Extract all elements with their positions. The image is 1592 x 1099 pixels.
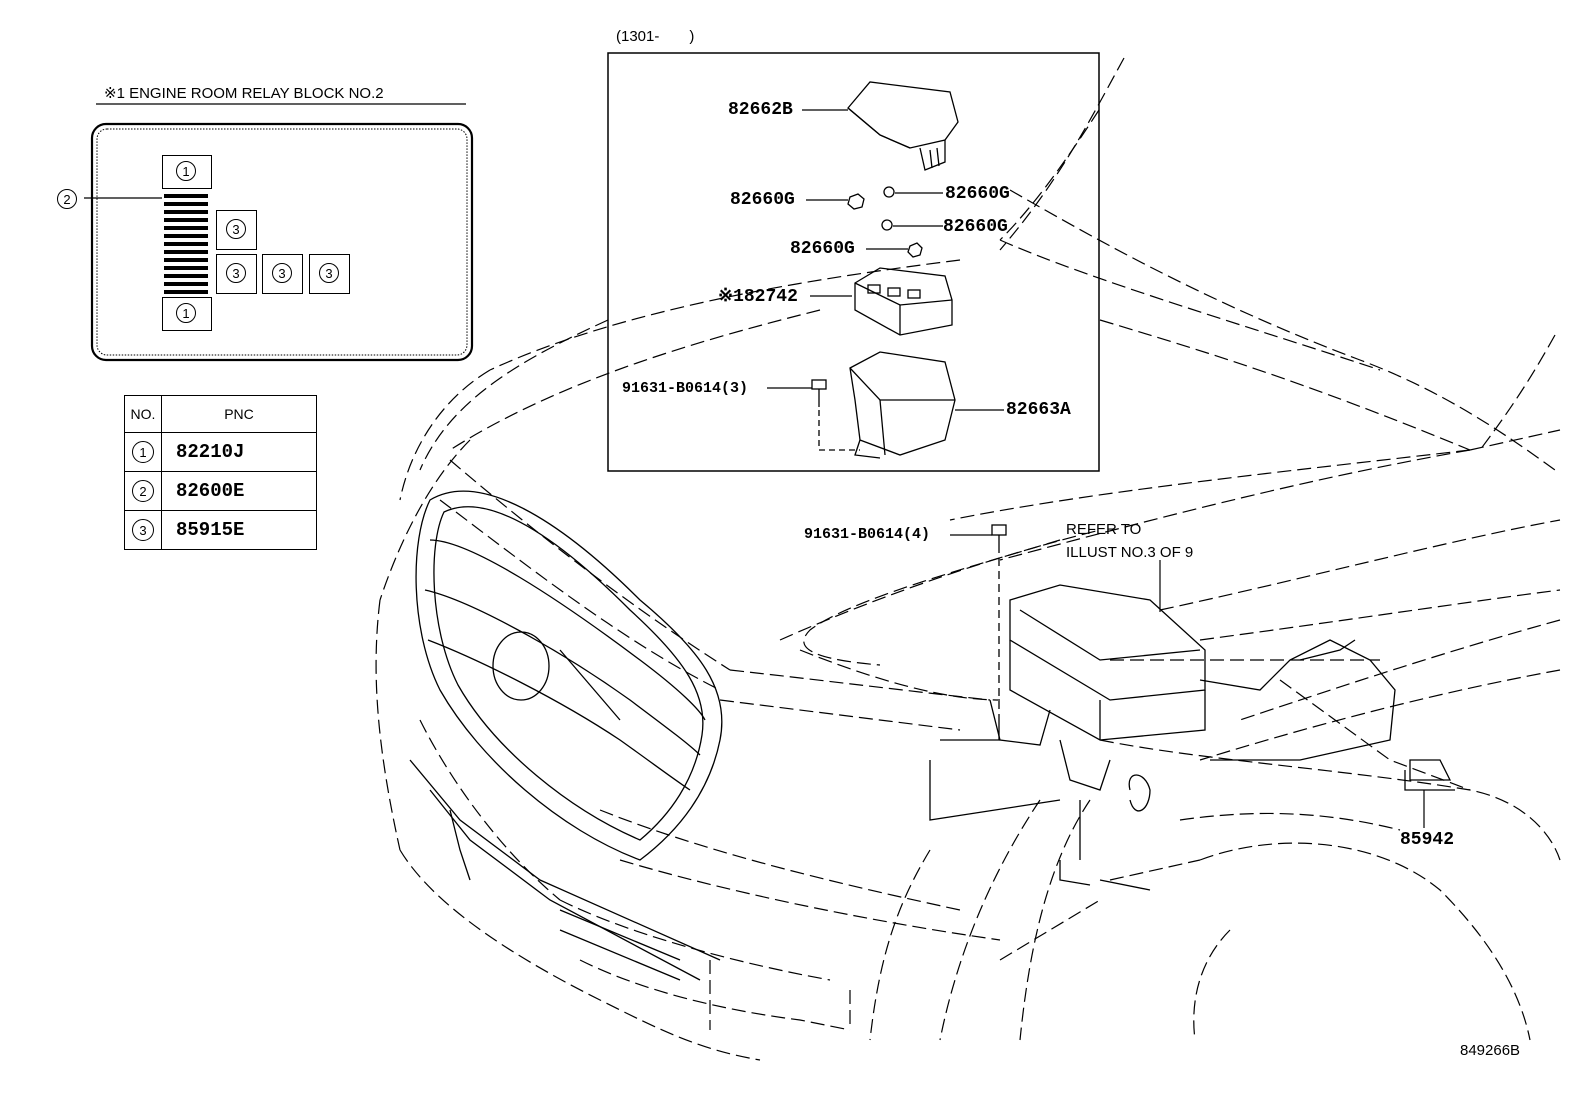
row-number: 2 [132, 480, 154, 502]
relay-block-assembly [929, 584, 1455, 891]
table-header-pnc: PNC [161, 395, 317, 433]
part-number[interactable]: 82210J [161, 432, 317, 472]
part-label-sensor[interactable]: 85942 [1400, 830, 1455, 850]
relay-block-frame [90, 122, 474, 362]
drawing-id: 849266B [1460, 1042, 1521, 1059]
inset-frame [607, 52, 1100, 472]
callout-3: 3 [272, 263, 292, 283]
relay-strip [164, 194, 208, 294]
part-label-nut[interactable]: 82660G [945, 184, 1010, 204]
part-label-bolt[interactable]: 91631-B0614(4) [804, 526, 931, 543]
refer-note-line2[interactable]: ILLUST NO.3 OF 9 [1066, 544, 1194, 561]
table-row: 2 82600E [124, 471, 317, 511]
part-label-bracket[interactable]: 82663A [1006, 400, 1071, 420]
part-label-relay-block[interactable]: ※182742 [718, 287, 798, 307]
front-grille [415, 490, 723, 861]
table-header-no: NO. [124, 395, 162, 433]
row-number: 1 [132, 441, 154, 463]
part-label-nut[interactable]: 82660G [730, 190, 795, 210]
part-label-cover[interactable]: 82662B [728, 100, 793, 120]
part-number[interactable]: 85915E [161, 510, 317, 550]
part-label-nut[interactable]: 82660G [943, 217, 1008, 237]
part-number[interactable]: 82600E [161, 471, 317, 511]
relay-slot-3: 3 [262, 254, 303, 294]
callout-1: 1 [176, 161, 196, 181]
part-label-bolt[interactable]: 91631-B0614(3) [622, 380, 749, 397]
inset-parts [811, 81, 1007, 740]
relay-slot-1-bottom: 1 [162, 297, 212, 331]
callout-3: 3 [226, 263, 246, 283]
relay-block-title: ※1 ENGINE ROOM RELAY BLOCK NO.2 [104, 85, 384, 102]
callout-3: 3 [319, 263, 339, 283]
row-number: 3 [132, 519, 154, 541]
relay-slot-3: 3 [216, 210, 257, 250]
inset-date-range: (1301- ) [616, 28, 695, 45]
pnc-table: NO. PNC 1 82210J 2 82600E 3 85915E [124, 395, 317, 550]
relay-slot-3: 3 [216, 254, 257, 294]
table-row: 1 82210J [124, 432, 317, 472]
refer-note-line1: REFER TO [1066, 521, 1142, 538]
relay-slot-3: 3 [309, 254, 350, 294]
relay-slot-1-top: 1 [162, 155, 212, 189]
callout-1: 1 [176, 303, 196, 323]
callout-3: 3 [226, 219, 246, 239]
callout-2: 2 [57, 189, 77, 209]
table-row: 3 85915E [124, 510, 317, 550]
part-label-nut[interactable]: 82660G [790, 239, 855, 259]
